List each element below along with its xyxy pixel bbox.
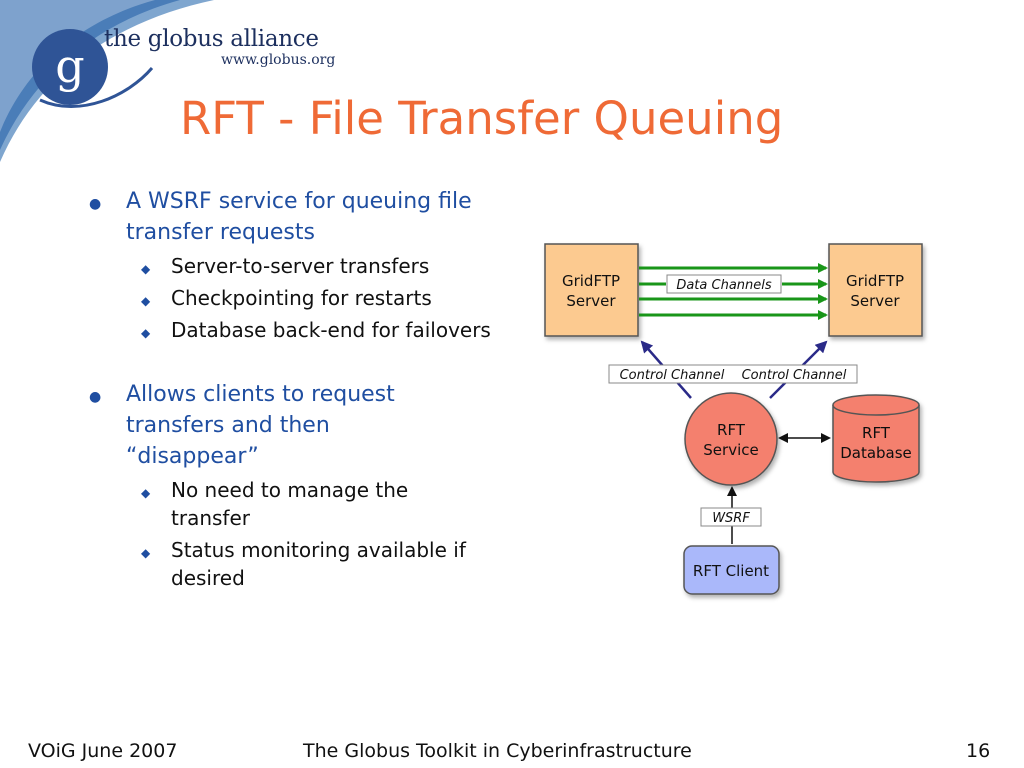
brand-url: www.globus.org: [221, 52, 336, 68]
bullet-dot-icon: ●: [89, 389, 102, 405]
bullet-1: A WSRF service for queuing file transfer…: [126, 189, 472, 245]
svg-text:RFT Client: RFT Client: [693, 562, 769, 580]
data-channel-arrows: [639, 263, 828, 320]
svg-text:Service: Service: [703, 441, 758, 459]
bullet-2: Allows clients to request transfers and …: [126, 382, 395, 469]
rft-service-node: RFT Service: [684, 392, 778, 486]
footer-date: VOiG June 2007: [28, 740, 178, 762]
svg-text:Database: Database: [840, 444, 912, 462]
slide-title: RFT - File Transfer Queuing: [180, 92, 784, 145]
control-channel-right-label: Control Channel: [742, 368, 847, 383]
rft-database-node: RFT Database: [832, 394, 920, 483]
svg-text:RFT: RFT: [717, 421, 746, 439]
rft-client-node: RFT Client: [683, 545, 780, 595]
svg-text:Server: Server: [850, 292, 900, 310]
diamond-bullet-icon: ◆: [141, 326, 151, 340]
control-channel-labels: Control Channel Control Channel: [608, 364, 858, 384]
data-channels-label: Data Channels: [666, 274, 782, 294]
gridftp-server-left: GridFTP Server: [544, 243, 639, 337]
svg-text:Server: Server: [566, 292, 616, 310]
gridftp-server-right: GridFTP Server: [828, 243, 923, 337]
header-swoosh: g: [0, 0, 214, 162]
footer-title: The Globus Toolkit in Cyberinfrastructur…: [303, 740, 692, 762]
svg-text:Data Channels: Data Channels: [676, 278, 772, 293]
globus-logo-icon: g: [32, 29, 154, 109]
svg-text:GridFTP: GridFTP: [846, 272, 904, 290]
diamond-bullet-icon: ◆: [141, 294, 151, 308]
brand-name: the globus alliance: [104, 26, 319, 52]
wsrf-label: WSRF: [700, 507, 762, 527]
svg-text:GridFTP: GridFTP: [562, 272, 620, 290]
sub-bullet-1-1: Server-to-server transfers: [171, 254, 430, 278]
sub-bullet-1-3: Database back-end for failovers: [171, 318, 491, 342]
bullet-dot-icon: ●: [89, 196, 102, 212]
page-number: 16: [966, 740, 991, 762]
sub-bullet-2-2: Status monitoring available if desired: [171, 538, 466, 590]
logo-letter: g: [55, 39, 84, 93]
sub-bullet-1-2: Checkpointing for restarts: [171, 286, 432, 310]
sub-bullet-2-1: No need to manage the transfer: [171, 478, 409, 530]
diamond-bullet-icon: ◆: [141, 262, 151, 276]
svg-text:RFT: RFT: [862, 424, 891, 442]
diamond-bullet-icon: ◆: [141, 546, 151, 560]
diamond-bullet-icon: ◆: [141, 486, 151, 500]
control-channel-left-label: Control Channel: [620, 368, 725, 383]
svg-text:WSRF: WSRF: [712, 511, 750, 526]
